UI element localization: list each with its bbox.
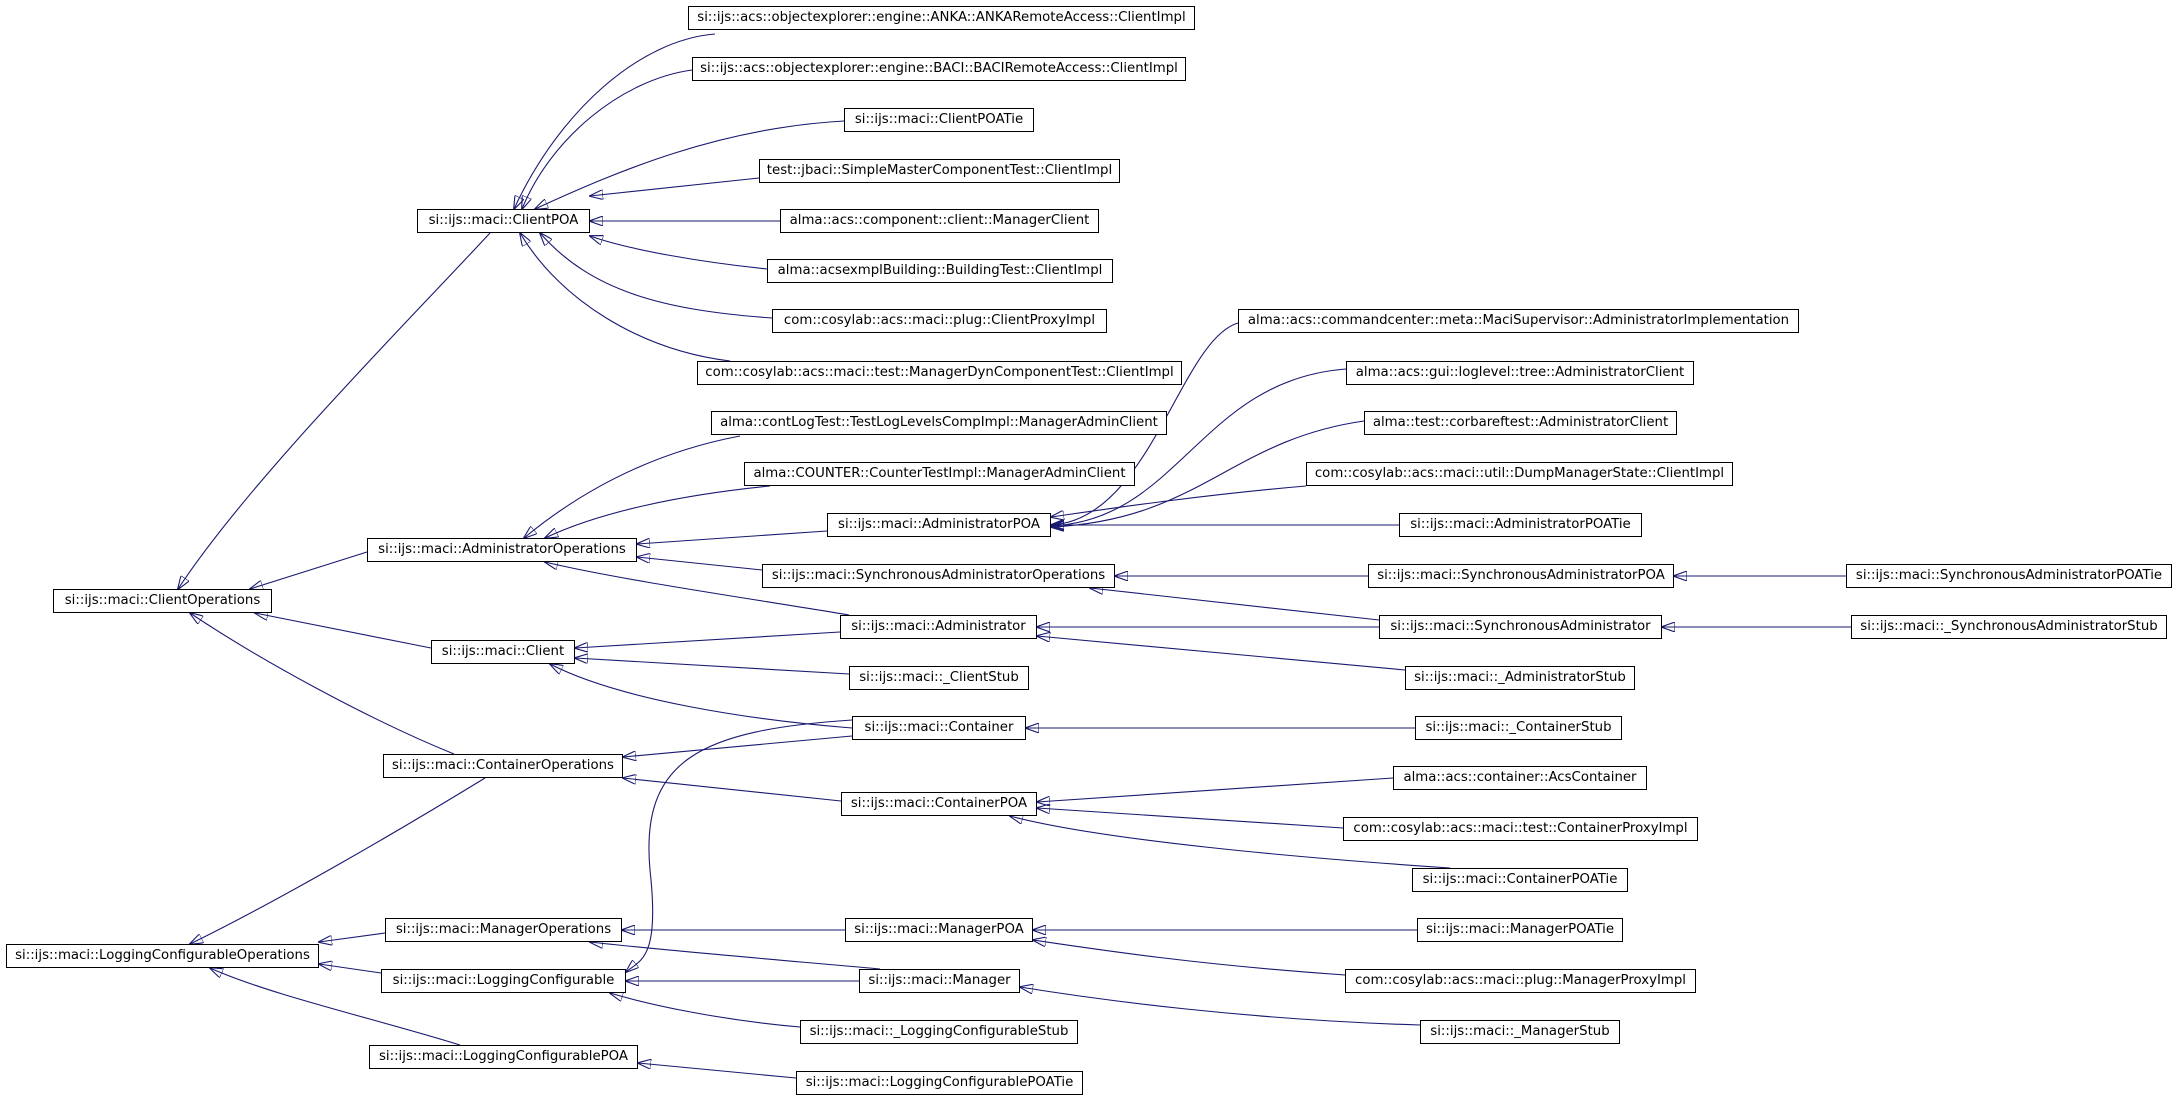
edge-container-poa-to-container-ops — [623, 778, 842, 802]
class-node-container-poa-tie[interactable]: si::ijs::maci::ContainerPOATie — [1412, 868, 1628, 892]
class-node-anka-client-impl[interactable]: si::ijs::acs::objectexplorer::engine::AN… — [688, 6, 1195, 30]
class-node-sync-administrator-poa[interactable]: si::ijs::maci::SynchronousAdministratorP… — [1368, 564, 1674, 588]
edge-logging-poa-to-logging-ops — [210, 968, 461, 1046]
class-node-manager-dyn-client-impl[interactable]: com::cosylab::acs::maci::test::ManagerDy… — [697, 361, 1182, 385]
class-node-simple-master-client-impl[interactable]: test::jbaci::SimpleMasterComponentTest::… — [759, 159, 1120, 183]
edge-building-test-to-client-poa — [590, 236, 768, 270]
class-node-manager-client[interactable]: alma::acs::component::client::ManagerCli… — [780, 209, 1099, 233]
class-node-container-proxy-impl[interactable]: com::cosylab::acs::maci::test::Container… — [1343, 817, 1698, 841]
edge-sync-admin-to-sync-admin-ops — [1090, 588, 1380, 621]
class-node-acs-container[interactable]: alma::acs::container::AcsContainer — [1393, 766, 1647, 790]
class-node-manager-operations[interactable]: si::ijs::maci::ManagerOperations — [385, 918, 622, 942]
edge-manager-to-manager-ops — [590, 942, 881, 970]
class-node-manager-stub[interactable]: si::ijs::maci::_ManagerStub — [1420, 1020, 1620, 1044]
edge-client-to-client-operations — [255, 613, 432, 649]
edge-manager-stub-to-manager — [1020, 987, 1421, 1026]
class-node-maci-supervisor-admin-impl[interactable]: alma::acs::commandcenter::meta::MaciSupe… — [1238, 309, 1799, 333]
edge-admin-poa-to-admin-ops — [637, 530, 828, 544]
edge-anka-to-client-poa — [514, 33, 716, 209]
edge-baci-to-client-poa — [522, 69, 693, 209]
edge-simple-master-to-client-poa — [590, 177, 760, 196]
edge-administrator-to-admin-ops — [545, 562, 850, 616]
class-node-logging-configurable-stub[interactable]: si::ijs::maci::_LoggingConfigurableStub — [800, 1020, 1078, 1044]
edge-container-ops-to-client-operations — [190, 613, 455, 755]
class-node-container[interactable]: si::ijs::maci::Container — [852, 716, 1026, 740]
edge-container-ops-to-logging-ops — [190, 777, 486, 944]
class-node-dump-manager-state-client-impl[interactable]: com::cosylab::acs::maci::util::DumpManag… — [1306, 462, 1733, 486]
edge-logging-stub-to-logging-configurable — [610, 993, 801, 1028]
edge-dyn-component-to-client-poa — [520, 233, 731, 362]
edge-container-to-container-ops — [623, 735, 853, 757]
edge-manager-ops-to-logging-ops — [319, 932, 386, 942]
class-node-administrator-poa-tie[interactable]: si::ijs::maci::AdministratorPOATie — [1399, 513, 1642, 537]
class-node-container-stub[interactable]: si::ijs::maci::_ContainerStub — [1415, 716, 1622, 740]
class-node-container-poa[interactable]: si::ijs::maci::ContainerPOA — [841, 792, 1037, 816]
edge-container-to-logging-configurable — [626, 719, 853, 972]
class-node-baci-client-impl[interactable]: si::ijs::acs::objectexplorer::engine::BA… — [692, 57, 1186, 81]
class-node-building-test-client-impl[interactable]: alma::acsexmplBuilding::BuildingTest::Cl… — [767, 259, 1113, 283]
edge-counter-to-admin-ops — [545, 485, 771, 538]
class-node-manager-poa[interactable]: si::ijs::maci::ManagerPOA — [845, 918, 1033, 942]
class-node-sync-administrator-stub[interactable]: si::ijs::maci::_SynchronousAdministrator… — [1851, 615, 2167, 639]
class-node-manager-proxy-impl[interactable]: com::cosylab::acs::maci::plug::ManagerPr… — [1345, 969, 1696, 993]
edge-client-poa-to-client-operations — [178, 232, 491, 589]
class-node-client[interactable]: si::ijs::maci::Client — [431, 640, 575, 664]
edge-logging-poa-tie-to-logging-poa — [638, 1063, 797, 1079]
edge-client-proxy-to-client-poa — [540, 233, 773, 319]
class-node-administrator-operations[interactable]: si::ijs::maci::AdministratorOperations — [367, 538, 637, 562]
class-node-manager-poa-tie[interactable]: si::ijs::maci::ManagerPOATie — [1417, 918, 1623, 942]
edge-acs-container-to-container-poa — [1037, 777, 1394, 802]
class-node-loglevel-admin-client[interactable]: alma::acs::gui::loglevel::tree::Administ… — [1346, 361, 1694, 385]
edge-loglevel-to-admin-poa — [1051, 368, 1347, 526]
edge-container-proxy-to-container-poa — [1037, 808, 1344, 829]
edge-container-poa-tie-to-container-poa — [1010, 816, 1451, 869]
edge-client-stub-to-client — [575, 658, 850, 675]
class-node-logging-configurable-poa-tie[interactable]: si::ijs::maci::LoggingConfigurablePOATie — [796, 1071, 1083, 1095]
edge-administrator-to-client — [575, 631, 841, 648]
class-node-logging-configurable-poa[interactable]: si::ijs::maci::LoggingConfigurablePOA — [369, 1045, 638, 1069]
class-node-sync-administrator-poa-tie[interactable]: si::ijs::maci::SynchronousAdministratorP… — [1846, 564, 2172, 588]
class-node-logging-configurable-operations[interactable]: si::ijs::maci::LoggingConfigurableOperat… — [6, 944, 319, 968]
edge-admin-ops-to-client-operations — [250, 551, 368, 589]
edge-logging-configurable-to-logging-ops — [319, 964, 382, 974]
edge-container-to-client — [550, 664, 853, 729]
edge-contlogtest-to-admin-ops — [524, 435, 741, 538]
edge-client-poa-tie-to-client-poa — [535, 120, 845, 209]
edge-manager-proxy-to-manager-poa — [1033, 940, 1346, 976]
class-node-sync-administrator-operations[interactable]: si::ijs::maci::SynchronousAdministratorO… — [762, 564, 1115, 588]
class-node-contlogtest-manager-admin-client[interactable]: alma::contLogTest::TestLogLevelsCompImpl… — [711, 411, 1167, 435]
edge-sync-admin-ops-to-admin-ops — [637, 557, 763, 571]
class-node-client-stub[interactable]: si::ijs::maci::_ClientStub — [849, 666, 1029, 690]
class-node-client-proxy-impl[interactable]: com::cosylab::acs::maci::plug::ClientPro… — [772, 309, 1107, 333]
class-node-manager[interactable]: si::ijs::maci::Manager — [859, 969, 1020, 993]
class-node-administrator-stub[interactable]: si::ijs::maci::_AdministratorStub — [1405, 666, 1635, 690]
class-node-corbareftest-admin-client[interactable]: alma::test::corbareftest::AdministratorC… — [1364, 411, 1677, 435]
class-node-client-poa[interactable]: si::ijs::maci::ClientPOA — [417, 209, 590, 233]
edge-admin-stub-to-administrator — [1037, 636, 1406, 671]
class-node-counter-manager-admin-client[interactable]: alma::COUNTER::CounterTestImpl::ManagerA… — [744, 462, 1135, 486]
class-node-logging-configurable[interactable]: si::ijs::maci::LoggingConfigurable — [381, 969, 626, 993]
edge-dump-manager-to-admin-poa — [1051, 485, 1307, 517]
edge-corbareftest-to-admin-poa — [1051, 420, 1365, 527]
class-node-administrator-poa[interactable]: si::ijs::maci::AdministratorPOA — [827, 513, 1051, 537]
class-node-client-operations[interactable]: si::ijs::maci::ClientOperations — [53, 589, 272, 613]
class-node-client-poa-tie[interactable]: si::ijs::maci::ClientPOATie — [844, 108, 1034, 132]
class-node-container-operations[interactable]: si::ijs::maci::ContainerOperations — [383, 754, 623, 778]
class-node-synchronous-administrator[interactable]: si::ijs::maci::SynchronousAdministrator — [1379, 615, 1662, 639]
class-node-administrator[interactable]: si::ijs::maci::Administrator — [840, 615, 1037, 639]
